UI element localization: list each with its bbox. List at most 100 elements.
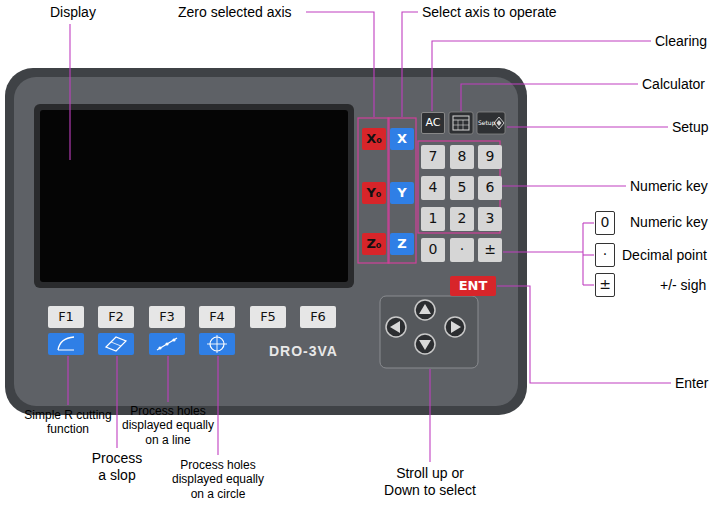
key-label: F5 [260, 310, 276, 324]
axis-select-key: Z [390, 233, 414, 255]
zero-axis-key: X₀ [362, 128, 386, 150]
setup-key-part [494, 117, 504, 129]
key-label: 9 [486, 149, 495, 164]
callout-label: Calculator [642, 76, 705, 93]
axis-group-outline-part [358, 118, 389, 263]
housing [5, 68, 527, 415]
key-label: 8 [458, 149, 467, 164]
key-label: ENT [459, 279, 488, 293]
function-icon-keys-part [199, 333, 235, 355]
function-icon-keys-part [217, 335, 218, 353]
leader-lines-part [167, 356, 168, 402]
function-key: F6 [300, 306, 336, 328]
function-icon-keys [48, 333, 235, 355]
calculator-key-part [449, 112, 473, 134]
leader-lines-part [503, 251, 583, 252]
numeric-key: 0 [421, 238, 445, 262]
leader-lines-part [582, 223, 583, 285]
axis-select-key: X [390, 128, 414, 150]
numeric-key: 2 [450, 207, 474, 231]
key-sample-box: 0 [595, 211, 615, 235]
key-label: 0 [429, 242, 438, 257]
key-label: F1 [58, 310, 74, 324]
navigation-pad-part [415, 334, 435, 354]
navigation-pad-part [386, 317, 406, 337]
function-icon-keys-part [111, 342, 121, 346]
function-key: F1 [48, 306, 84, 328]
callout-label: Numeric key [630, 214, 708, 231]
setup-key-part [497, 120, 502, 126]
navigation-pad-part [415, 300, 435, 320]
housing-part [14, 77, 518, 406]
function-icon-keys-part [106, 337, 126, 351]
calculator-key-part [453, 116, 469, 130]
function-key: F2 [98, 306, 134, 328]
display-screen-part [40, 110, 348, 282]
navigation-pad-part [419, 340, 431, 350]
function-icon-keys-part [58, 337, 74, 350]
numeric-key: 9 [478, 145, 502, 169]
numeric-key: · [450, 238, 474, 262]
key-label: Y [397, 186, 406, 200]
leader-lines-part [461, 84, 638, 111]
zero-axis-key: Y₀ [362, 182, 386, 204]
calculator-key [449, 112, 473, 134]
axis-group-outline-part [418, 141, 500, 233]
function-icon-keys-part [165, 342, 168, 345]
leader-lines-part [507, 126, 668, 127]
key-label: Setup [478, 120, 495, 127]
function-icon-keys-part [149, 333, 185, 355]
setup-key: Setup [477, 112, 505, 134]
callout-label: Decimal point [622, 247, 707, 264]
numeric-key: 1 [421, 207, 445, 231]
navigation-pad-part [419, 304, 431, 314]
key-label: Z [397, 237, 406, 251]
navigation-pad-part [380, 296, 478, 368]
function-icon-keys-part [158, 346, 161, 349]
numeric-key: 3 [478, 207, 502, 231]
function-icon-keys-part [98, 333, 134, 355]
function-key: F4 [199, 306, 235, 328]
axis-select-key: Y [390, 182, 414, 204]
key-label: 0 [601, 215, 610, 230]
callout-label: Select axis to operate [422, 4, 557, 21]
callout-label: Enter [675, 375, 708, 392]
callout-label: +/- sigh [660, 277, 706, 294]
key-label: F6 [310, 310, 326, 324]
leader-lines-part [116, 356, 117, 448]
leader-lines-part [583, 222, 594, 223]
callout-label: Process a slop [88, 450, 146, 484]
callout-label: Simple R cutting function [22, 408, 114, 437]
key-label: AC [425, 117, 440, 129]
callout-label: Display [50, 4, 96, 21]
key-label: · [603, 247, 607, 262]
key-label: Y₀ [366, 186, 381, 200]
key-label: 6 [486, 180, 495, 195]
key-label: X₀ [366, 132, 382, 146]
function-icon-keys-part [157, 338, 177, 350]
key-label: F2 [108, 310, 124, 324]
numeric-key: 8 [450, 145, 474, 169]
setup-key [477, 112, 505, 134]
leader-lines [68, 12, 671, 462]
leader-lines-part [67, 356, 68, 405]
model-name: DRO-3VA [269, 344, 338, 359]
callout-label: Zero selected axis [178, 4, 292, 21]
leader-lines-part [432, 41, 651, 111]
enter-key: ENT [450, 276, 496, 296]
callout-label: Setup [672, 119, 709, 136]
key-label: 2 [458, 211, 467, 226]
function-icon-keys-part [48, 333, 84, 355]
key-sample-box: · [595, 243, 615, 267]
leader-lines-part [69, 24, 70, 160]
leader-lines-part [429, 369, 430, 462]
key-label: 5 [458, 180, 467, 195]
key-label: Z₀ [366, 237, 381, 251]
leader-lines-part [306, 12, 374, 117]
callout-label: Numeric key [630, 178, 708, 195]
function-key: F5 [250, 306, 286, 328]
numeric-key: 6 [478, 176, 502, 200]
key-sample-box: ± [595, 273, 615, 297]
callout-label: Process holes displayed equally on a lin… [116, 404, 220, 447]
key-label: ± [599, 277, 611, 292]
